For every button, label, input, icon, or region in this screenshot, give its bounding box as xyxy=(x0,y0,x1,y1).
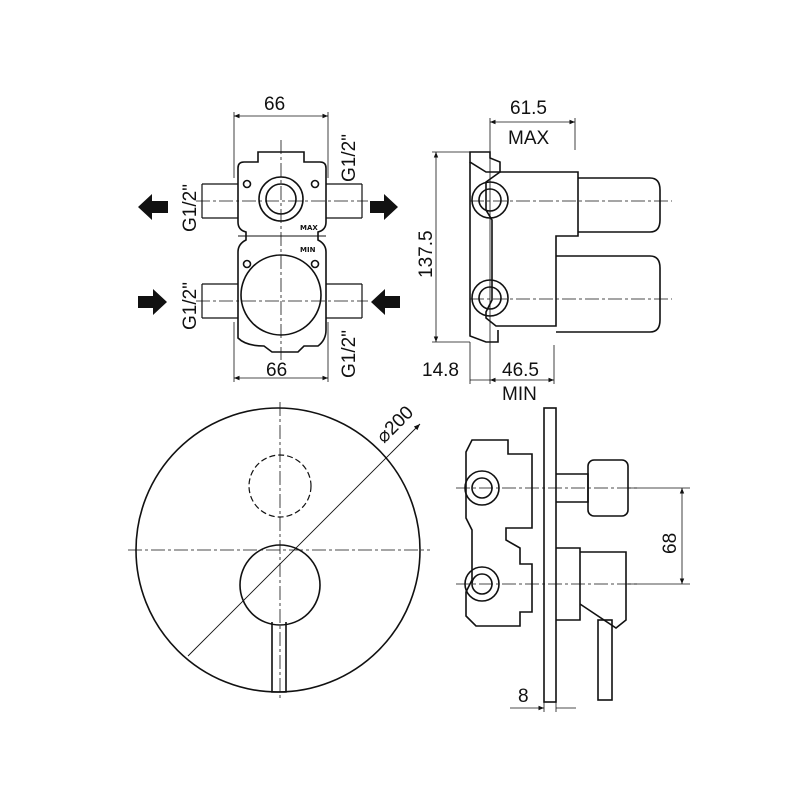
spacing-label: 68 xyxy=(660,533,681,554)
center-lines xyxy=(196,140,368,360)
offset-label: 14.8 xyxy=(422,360,459,381)
max-depth-label: 61.5 xyxy=(510,98,547,119)
width-bottom-label: 66 xyxy=(266,360,287,381)
min-depth-label: 46.5 xyxy=(502,360,539,381)
front-view-valve-body xyxy=(196,112,368,382)
max-mark: MAX xyxy=(300,224,318,232)
arrow-out-icon xyxy=(138,194,168,220)
side-view-valve-body xyxy=(432,118,672,384)
thread-label-upper-left: G1/2" xyxy=(180,184,201,232)
width-top-label: 66 xyxy=(264,94,285,115)
arrow-in-icon xyxy=(138,289,167,315)
valve-body-outline xyxy=(237,151,327,353)
min-label: MIN xyxy=(502,384,537,405)
trim-plate-edge xyxy=(543,407,557,703)
diameter-label: ⌀200 xyxy=(373,402,418,447)
side-lever xyxy=(597,619,613,701)
pipe-stubs xyxy=(201,183,363,319)
height-label: 137.5 xyxy=(416,230,437,278)
front-view-trim-plate xyxy=(128,402,430,700)
thread-label-lower-right: G1/2" xyxy=(339,330,360,378)
thread-label-lower-left: G1/2" xyxy=(180,282,201,330)
max-label: MAX xyxy=(508,128,550,149)
width-extension-lines xyxy=(233,112,329,382)
diameter-line xyxy=(187,423,421,657)
lever-handle xyxy=(271,622,287,693)
min-mark: MIN xyxy=(300,246,316,254)
side-view-assembled xyxy=(456,407,690,712)
arrow-in-icon xyxy=(371,289,400,315)
arrow-out-icon xyxy=(370,194,398,220)
thickness-label: 8 xyxy=(518,686,529,707)
thread-label-upper-right: G1/2" xyxy=(339,134,360,182)
